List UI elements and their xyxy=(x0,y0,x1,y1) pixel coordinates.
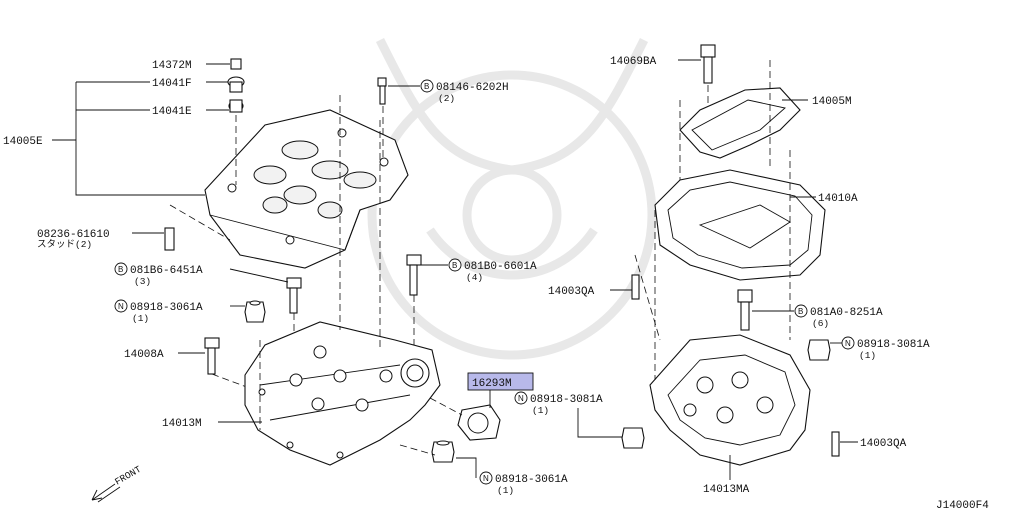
label-14005E: 14005E xyxy=(3,136,43,148)
leader-lines xyxy=(52,59,858,480)
intake-manifold-14013M xyxy=(244,321,441,466)
label-14003QA: 14003QA xyxy=(548,286,595,298)
label-08918-3081A: 08918-3081A xyxy=(530,394,603,406)
label-081B6-6451A: 081B6-6451A xyxy=(130,265,203,277)
label-08236-61610: 08236-61610 xyxy=(37,229,110,241)
bolt-marker-text: B xyxy=(118,265,123,274)
label-08918-3061A-bottom: 08918-3061A xyxy=(495,474,568,486)
watermark-emblem xyxy=(367,37,657,360)
label-08146-qty: (2) xyxy=(438,93,455,104)
label-081A0-8251A: 081A0-8251A xyxy=(810,307,883,319)
bolt-08146 xyxy=(377,77,387,160)
dashed-guides xyxy=(259,60,791,456)
nut-marker-icon xyxy=(841,336,855,350)
nut-marker-text: N xyxy=(518,394,524,403)
label-08918-3061A-qty: (1) xyxy=(132,313,149,324)
engine-cover-14005E xyxy=(204,109,409,269)
label-08236-sub: スタッド(2) xyxy=(37,239,92,250)
gasket-14005M xyxy=(679,87,801,159)
label-08918-3081A-right-qty: (1) xyxy=(859,350,876,361)
figure-code: J14000F4 xyxy=(936,500,989,511)
nut-08918-right xyxy=(807,339,831,361)
label-14013MA: 14013MA xyxy=(703,484,750,496)
gasket-14010A xyxy=(654,169,826,281)
label-14010A: 14010A xyxy=(818,193,858,205)
stud-14003QA-lower xyxy=(831,431,840,457)
label-08918-3061A-bottom-qty: (1) xyxy=(497,485,514,496)
label-14003QA-lower: 14003QA xyxy=(860,438,907,450)
label-08918-3081A-right: 08918-3081A xyxy=(857,339,930,351)
bolt-14008A xyxy=(204,337,261,393)
label-14005M: 14005M xyxy=(812,96,852,108)
gasket-16293M xyxy=(429,397,501,441)
label-14013M: 14013M xyxy=(162,418,202,430)
bolt-081B6 xyxy=(286,277,302,375)
label-front: FRONT xyxy=(113,464,143,488)
nut-08918-center xyxy=(621,427,645,449)
label-14069BA: 14069BA xyxy=(610,56,657,68)
grommet-stack xyxy=(227,58,245,185)
label-08918-3061A: 08918-3061A xyxy=(130,302,203,314)
manifold-14013MA xyxy=(649,334,811,466)
nut-marker-text: N xyxy=(118,302,124,311)
bolt-marker-text: B xyxy=(424,82,429,91)
bolt-marker-icon xyxy=(794,304,808,318)
label-081B0-6601A: 081B0-6601A xyxy=(464,261,537,273)
label-081B6-qty: (3) xyxy=(134,276,151,287)
bolt-marker-text: B xyxy=(798,307,803,316)
label-08146-6202H: 08146-6202H xyxy=(436,82,509,94)
nut-marker-icon xyxy=(114,299,128,313)
nut-08918-left xyxy=(244,300,266,323)
label-08918-3081A-qty: (1) xyxy=(532,405,549,416)
front-arrow-icon xyxy=(91,483,121,503)
nut-marker-text: N xyxy=(483,474,489,483)
label-14008A: 14008A xyxy=(124,349,164,361)
nut-08918-bottom xyxy=(431,440,455,463)
highlight-box-16293M xyxy=(467,372,534,391)
label-081B0-qty: (4) xyxy=(466,272,483,283)
bolt-081A0 xyxy=(737,289,753,331)
stud-08236 xyxy=(164,204,231,251)
nut-marker-icon xyxy=(479,471,493,485)
label-16293M[interactable]: 16293M xyxy=(472,378,512,390)
bolt-marker-icon xyxy=(114,262,128,276)
bolt-marker-icon xyxy=(420,79,434,93)
label-081A0-qty: (6) xyxy=(812,318,829,329)
bolt-marker-text: B xyxy=(452,261,457,270)
label-14041E: 14041E xyxy=(152,106,192,118)
nut-marker-text: N xyxy=(845,339,851,348)
label-14041F: 14041F xyxy=(152,78,192,90)
bolt-081B0 xyxy=(406,254,422,345)
stud-14003QA xyxy=(631,254,661,341)
label-14372M: 14372M xyxy=(152,60,192,72)
bolt-marker-icon xyxy=(448,258,462,272)
nut-marker-icon xyxy=(514,391,528,405)
